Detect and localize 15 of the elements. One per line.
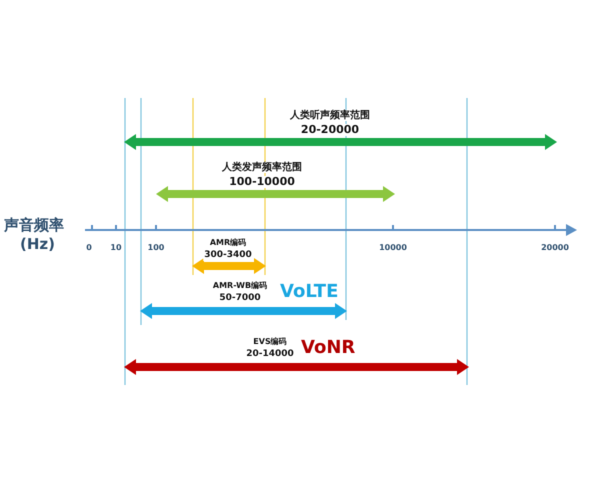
tick-label: 0 — [86, 243, 92, 252]
axis-title: (Hz) — [20, 235, 55, 253]
tick-label: 10 — [110, 243, 122, 252]
range-label: EVS编码 — [252, 338, 288, 347]
range-label: 人类发声频率范围 — [221, 162, 303, 173]
range-value: 300-3400 — [203, 251, 253, 261]
axis-title: 声音频率 — [4, 216, 64, 235]
range-label: AMR-WB编码 — [212, 282, 268, 291]
range-value: 20-20000 — [300, 124, 360, 136]
range-label: AMR编码 — [208, 239, 248, 248]
tick-label: 100 — [148, 243, 164, 252]
range-label: 人类听声频率范围 — [289, 110, 371, 121]
range-value: 100-10000 — [228, 176, 296, 188]
tick-label: 20000 — [541, 243, 569, 252]
tick-label: 10000 — [379, 243, 407, 252]
